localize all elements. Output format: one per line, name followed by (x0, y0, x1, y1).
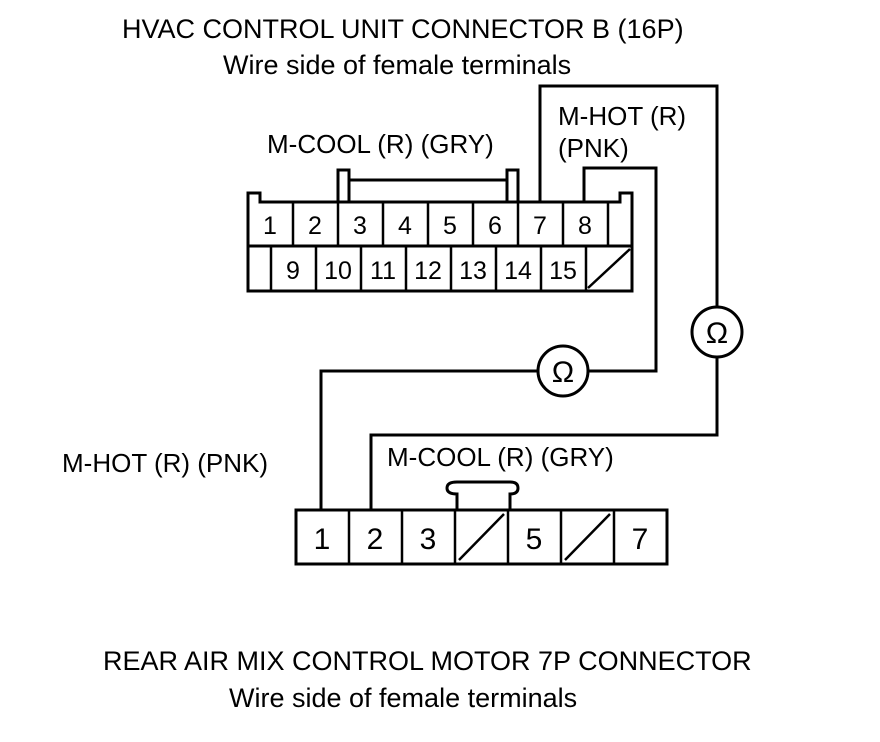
pin-label: 7 (533, 212, 547, 240)
top-mhot-wire-label-line1: M-HOT (R) (558, 101, 686, 131)
unused-cavity-slash (587, 248, 631, 289)
pin-label: 7 (632, 523, 649, 556)
top-connector-title: HVAC CONTROL UNIT CONNECTOR B (16P) (122, 14, 684, 44)
ohm-icon: Ω (552, 356, 574, 389)
ohmmeter-right: Ω (690, 305, 744, 359)
bottom-mhot-wire-label: M-HOT (R) (PNK) (62, 448, 268, 478)
rear-air-mix-connector-7p: 1 2 3 5 7 (294, 480, 669, 566)
pin-label: 3 (420, 523, 437, 556)
top-mcool-wire-label: M-COOL (R) (GRY) (267, 129, 494, 159)
connector-lock-post-right (505, 168, 520, 204)
bottom-connector-subtitle: Wire side of female terminals (229, 683, 577, 713)
pin-label: 8 (578, 212, 592, 240)
pin-label: 3 (353, 212, 367, 240)
connector-lock-tab (445, 480, 520, 510)
top-connector-subtitle: Wire side of female terminals (223, 50, 571, 80)
pin-label: 1 (314, 523, 331, 556)
pin-label: 6 (488, 212, 502, 240)
wire-mhot-upper (582, 166, 658, 373)
pin-label: 11 (370, 257, 396, 285)
connector-body-outline (246, 191, 634, 293)
pin-label: 9 (286, 257, 300, 285)
pin-label: 1 (263, 212, 277, 240)
pin-label: 4 (398, 212, 412, 240)
bottom-connector-title: REAR AIR MIX CONTROL MOTOR 7P CONNECTOR (103, 646, 752, 676)
pin-label: 5 (443, 212, 457, 240)
pin-label: 13 (459, 257, 487, 285)
connector-lock-post-left (336, 168, 351, 204)
pin-label: 5 (526, 523, 543, 556)
top-mhot-wire-label-line2: (PNK) (558, 133, 629, 163)
pin-label: 12 (414, 257, 442, 285)
unused-cavity-slash (564, 513, 611, 561)
ohmmeter-left: Ω (536, 344, 590, 398)
wire-mcool-upper (538, 84, 719, 308)
wire-mhot-lower (319, 369, 537, 510)
pin-label: 2 (367, 523, 384, 556)
unused-cavity-slash (458, 513, 505, 561)
hvac-connector-16p: 1 2 3 4 5 6 7 8 9 10 11 12 13 14 15 (246, 168, 634, 293)
pin-label: 10 (324, 257, 352, 285)
pin-label: 15 (549, 257, 577, 285)
pin-label: 14 (504, 257, 532, 285)
pin-label: 2 (308, 212, 322, 240)
ohm-icon: Ω (706, 317, 728, 350)
bottom-mcool-wire-label: M-COOL (R) (GRY) (387, 442, 614, 472)
wire-mcool-lower (369, 356, 719, 510)
